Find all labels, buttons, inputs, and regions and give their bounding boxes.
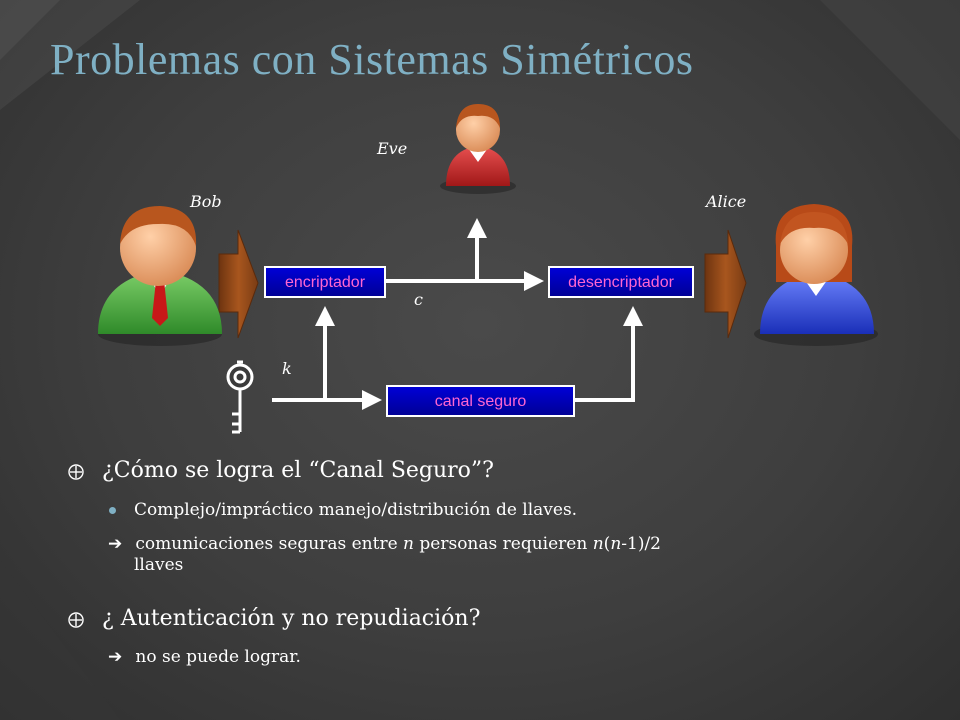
formula-rest: -1)/2	[621, 534, 662, 554]
bullet-marker-icon	[68, 464, 84, 480]
alice-label: Alice	[706, 192, 747, 211]
comunicaciones-text-b: personas requieren	[419, 534, 588, 554]
variable-n-1: n	[403, 534, 414, 554]
sub-bullet-no-se-puede: ➔ no se puede lograr.	[108, 647, 301, 667]
sub-bullet-dot	[109, 507, 116, 514]
sub-bullet-complejo-text: Complejo/impráctico manejo/distribución …	[134, 500, 578, 520]
variable-n-3: n	[610, 534, 622, 554]
person-bob-icon	[98, 206, 222, 346]
encrypter-box: encriptador	[264, 266, 386, 298]
secure-channel-box: canal seguro	[386, 385, 575, 417]
ciphertext-label: c	[414, 290, 423, 309]
sub-bullet-llaves: llaves	[134, 555, 183, 575]
sub-bullet-complejo: Complejo/impráctico manejo/distribución …	[134, 500, 577, 520]
connection-lines	[272, 218, 643, 410]
key-label: k	[282, 359, 292, 378]
right-arrow-icon: ➔	[108, 647, 123, 667]
sub-bullet-comunicaciones: ➔ comunicaciones seguras entre n persona…	[108, 534, 868, 554]
bullet-marker-icon	[68, 612, 84, 628]
right-arrow-icon: ➔	[108, 534, 123, 554]
bob-label: Bob	[190, 192, 222, 211]
variable-n-2: n	[592, 534, 604, 554]
key-icon	[226, 360, 254, 434]
person-alice-icon	[754, 204, 878, 346]
slide-title: Problemas con Sistemas Simétricos	[50, 35, 694, 84]
bullet-question-autenticacion: ¿ Autenticación y no repudiación?	[66, 606, 480, 631]
person-eve-icon	[440, 104, 516, 194]
bullet-question-canal: ¿Cómo se logra el “Canal Seguro”?	[66, 458, 494, 483]
no-se-puede-text: no se puede lograr.	[135, 647, 301, 667]
bullet-question-autenticacion-text: ¿ Autenticación y no repudiación?	[102, 606, 481, 631]
alice-output-arrow	[704, 229, 747, 339]
bob-input-arrow	[218, 229, 259, 339]
bullet-question-canal-text: ¿Cómo se logra el “Canal Seguro”?	[102, 458, 494, 483]
formula-paren: (	[603, 534, 611, 554]
llaves-text: llaves	[134, 555, 184, 575]
comunicaciones-text-a: comunicaciones seguras entre	[135, 534, 398, 554]
eve-label: Eve	[377, 139, 408, 158]
decrypter-box: desencriptador	[548, 266, 694, 298]
